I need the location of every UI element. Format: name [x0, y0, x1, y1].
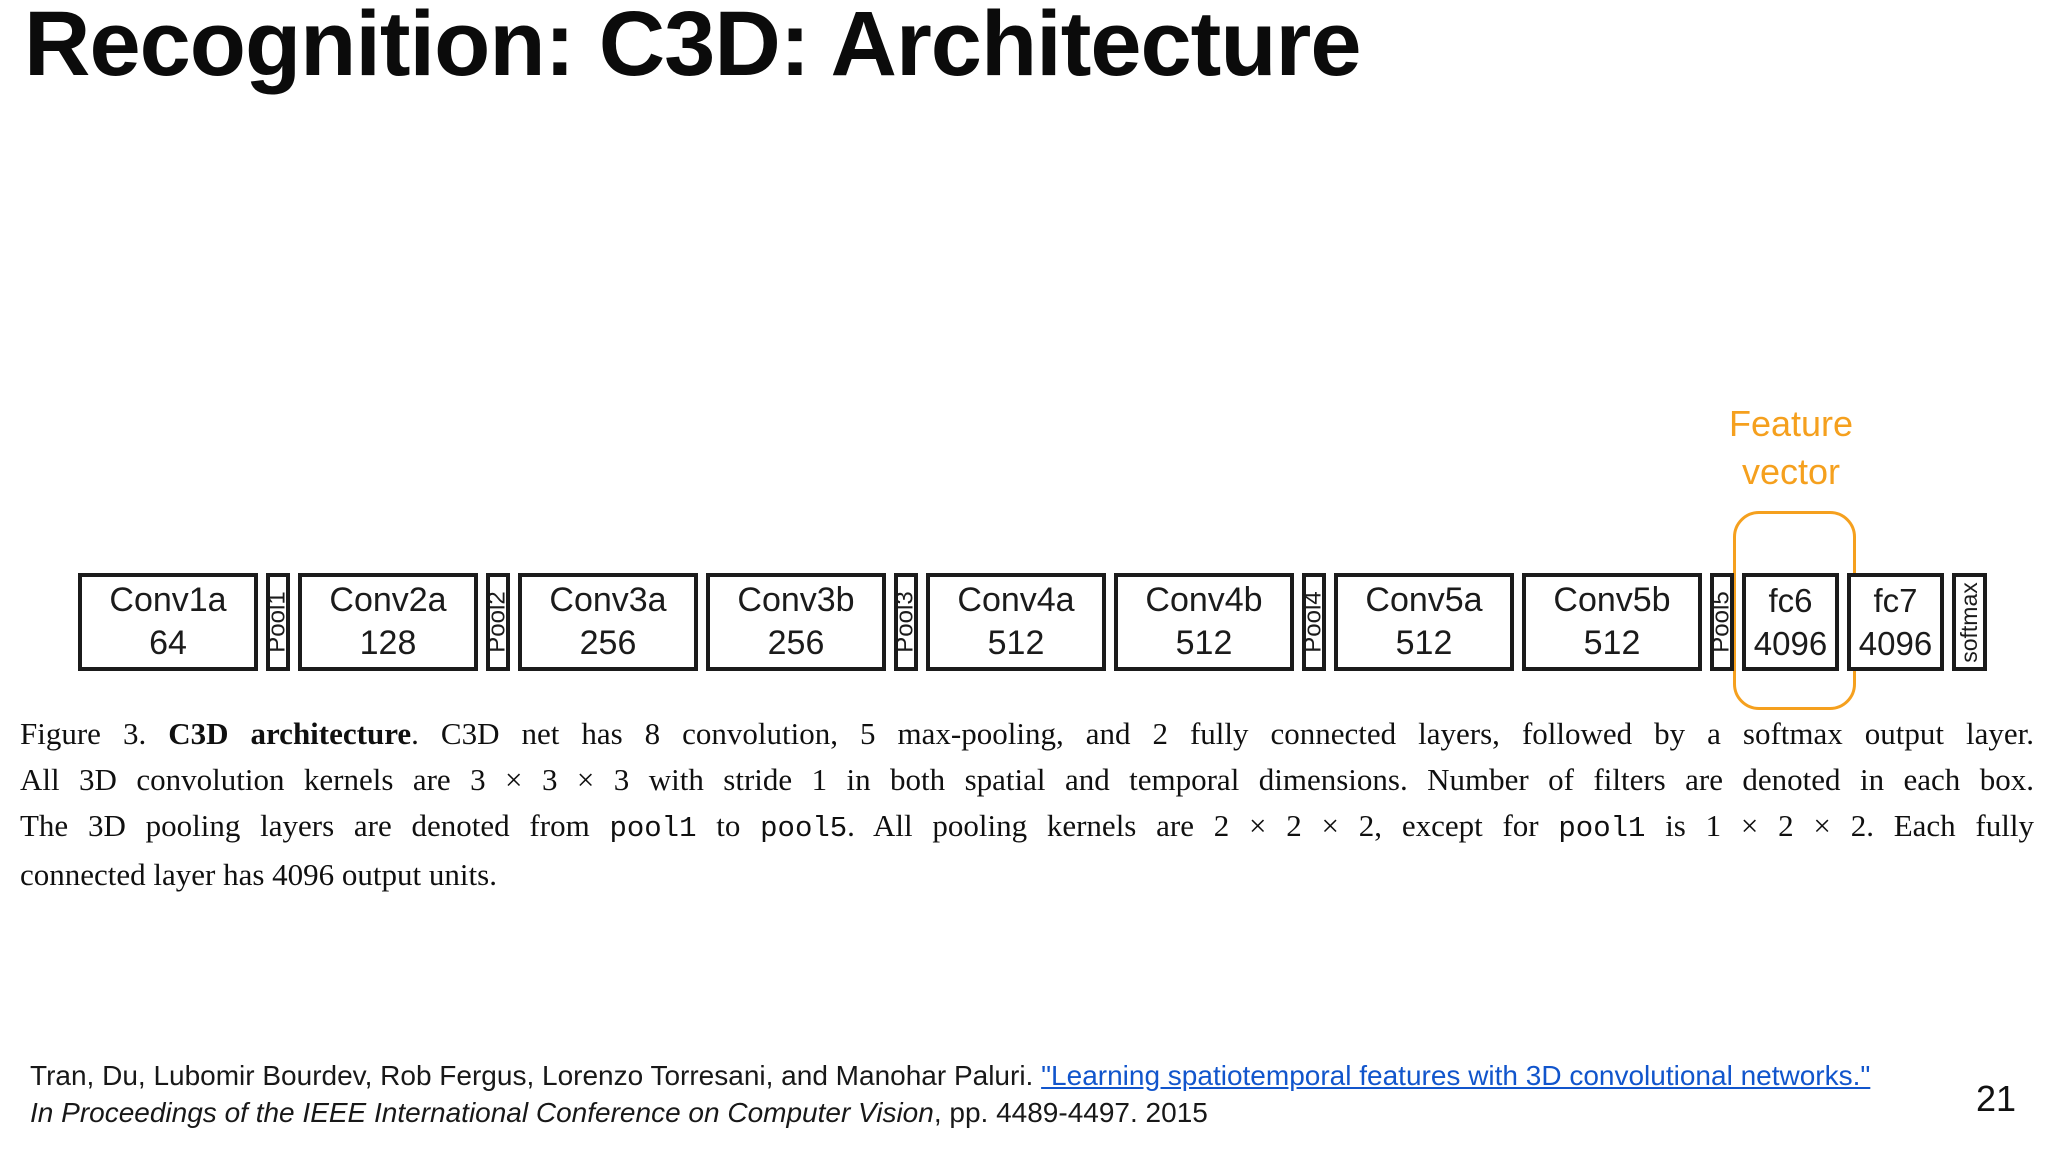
text-segment: . C3D net has 8 convolution, 5 max-pooli… — [411, 716, 2034, 751]
layer-filters: 256 — [767, 624, 825, 662]
layer-box-conv2a: Conv2a 128 — [298, 573, 478, 671]
text-segment: The 3D pooling layers are denoted from — [20, 808, 610, 843]
layer-name: fc6 — [1768, 582, 1813, 619]
feature-vector-label-line2: vector — [1741, 451, 1841, 492]
layer-box-pool2: Pool2 — [484, 573, 512, 671]
layer-box-conv5a: Conv5a 512 — [1334, 573, 1514, 671]
text-segment: All 3D convolution kernels are 3 × 3 × 3… — [20, 762, 2034, 797]
layer-box-conv5b: Conv5b 512 — [1522, 573, 1702, 671]
layer-name: Conv4a — [957, 581, 1075, 619]
layer-filters: 512 — [1583, 624, 1641, 662]
layer-box-pool5: Pool5 — [1708, 573, 1736, 671]
layer-filters: 64 — [149, 624, 187, 662]
layer-box-conv3b: Conv3b 256 — [706, 573, 886, 671]
layer-filters: 4096 — [1858, 625, 1933, 662]
layer-label-pool2: Pool2 — [484, 591, 512, 653]
text-segment: Proceedings of the IEEE International Co… — [61, 1097, 934, 1128]
layer-name: Conv4b — [1145, 581, 1263, 619]
text-segment: In — [30, 1097, 62, 1128]
caption-line-2: All 3D convolution kernels are 3 × 3 × 3… — [20, 757, 2034, 803]
layer-box-conv4a: Conv4a 512 — [926, 573, 1106, 671]
layer-box-conv3a: Conv3a 256 — [518, 573, 698, 671]
caption-line-3: The 3D pooling layers are denoted from p… — [20, 803, 2034, 852]
layer-filters: 512 — [1175, 624, 1233, 662]
layer-filters: 256 — [579, 624, 637, 662]
caption-line-4: connected layer has 4096 output units. — [20, 852, 2034, 898]
layer-filters: 512 — [1395, 624, 1453, 662]
text-segment: pool5 — [760, 812, 848, 845]
layer-box-fc7: fc7 4096 — [1847, 573, 1944, 671]
text-segment: is 1 × 2 × 2. Each fully — [1645, 808, 2034, 843]
layer-name: Conv1a — [109, 581, 227, 619]
caption-line-1: Figure 3. C3D architecture. C3D net has … — [20, 711, 2034, 757]
layer-name: fc7 — [1873, 582, 1918, 619]
layer-filters: 128 — [359, 624, 417, 662]
text-segment: C3D architecture — [168, 716, 412, 751]
layer-box-pool3: Pool3 — [892, 573, 920, 671]
citation-link[interactable]: "Learning spatiotemporal features with 3… — [1041, 1060, 1871, 1091]
text-segment: , pp. 4489-4497. 2015 — [933, 1097, 1208, 1128]
page-number: 21 — [1976, 1078, 2017, 1119]
layer-box-conv4b: Conv4b 512 — [1114, 573, 1294, 671]
feature-vector-label: Feature vector — [1666, 400, 1916, 496]
layer-label-softmax: softmax — [1956, 581, 1982, 663]
layer-box-pool1: Pool1 — [264, 573, 292, 671]
layer-filters: 4096 — [1753, 625, 1828, 662]
layer-name: Conv5a — [1365, 581, 1483, 619]
layer-filters: 512 — [987, 624, 1045, 662]
layer-label-pool1: Pool1 — [264, 591, 292, 653]
layer-name: Conv3b — [737, 581, 855, 619]
citation-line-1: Tran, Du, Lubomir Bourdev, Rob Fergus, L… — [30, 1057, 1870, 1094]
layer-name: Conv3a — [549, 581, 667, 619]
layer-name: Conv5b — [1553, 581, 1671, 619]
citation-line-2: In Proceedings of the IEEE International… — [30, 1094, 1870, 1131]
text-segment: connected layer has 4096 output units. — [20, 857, 497, 892]
text-segment: pool1 — [1558, 812, 1646, 845]
text-segment: Figure 3. — [20, 716, 169, 751]
citation: Tran, Du, Lubomir Bourdev, Rob Fergus, L… — [30, 1057, 1870, 1131]
text-segment: pool1 — [609, 812, 697, 845]
layer-label-pool4: Pool4 — [1300, 591, 1328, 653]
figure-caption: Figure 3. C3D architecture. C3D net has … — [20, 711, 2034, 898]
layer-label-pool3: Pool3 — [892, 591, 920, 653]
text-segment: to — [696, 808, 761, 843]
layer-label-pool5: Pool5 — [1708, 591, 1736, 653]
layer-box-softmax: softmax — [1952, 573, 1987, 671]
slide-title: Recognition: C3D: Architecture — [24, 0, 1361, 95]
feature-vector-label-line1: Feature — [1728, 403, 1854, 444]
layer-box-pool4: Pool4 — [1300, 573, 1328, 671]
layer-box-conv1a: Conv1a 64 — [78, 573, 258, 671]
text-segment: . All pooling kernels are 2 × 2 × 2, exc… — [847, 808, 1559, 843]
text-segment: Tran, Du, Lubomir Bourdev, Rob Fergus, L… — [30, 1060, 1042, 1091]
layer-name: Conv2a — [329, 581, 447, 619]
layer-box-fc6: fc6 4096 — [1742, 573, 1839, 671]
